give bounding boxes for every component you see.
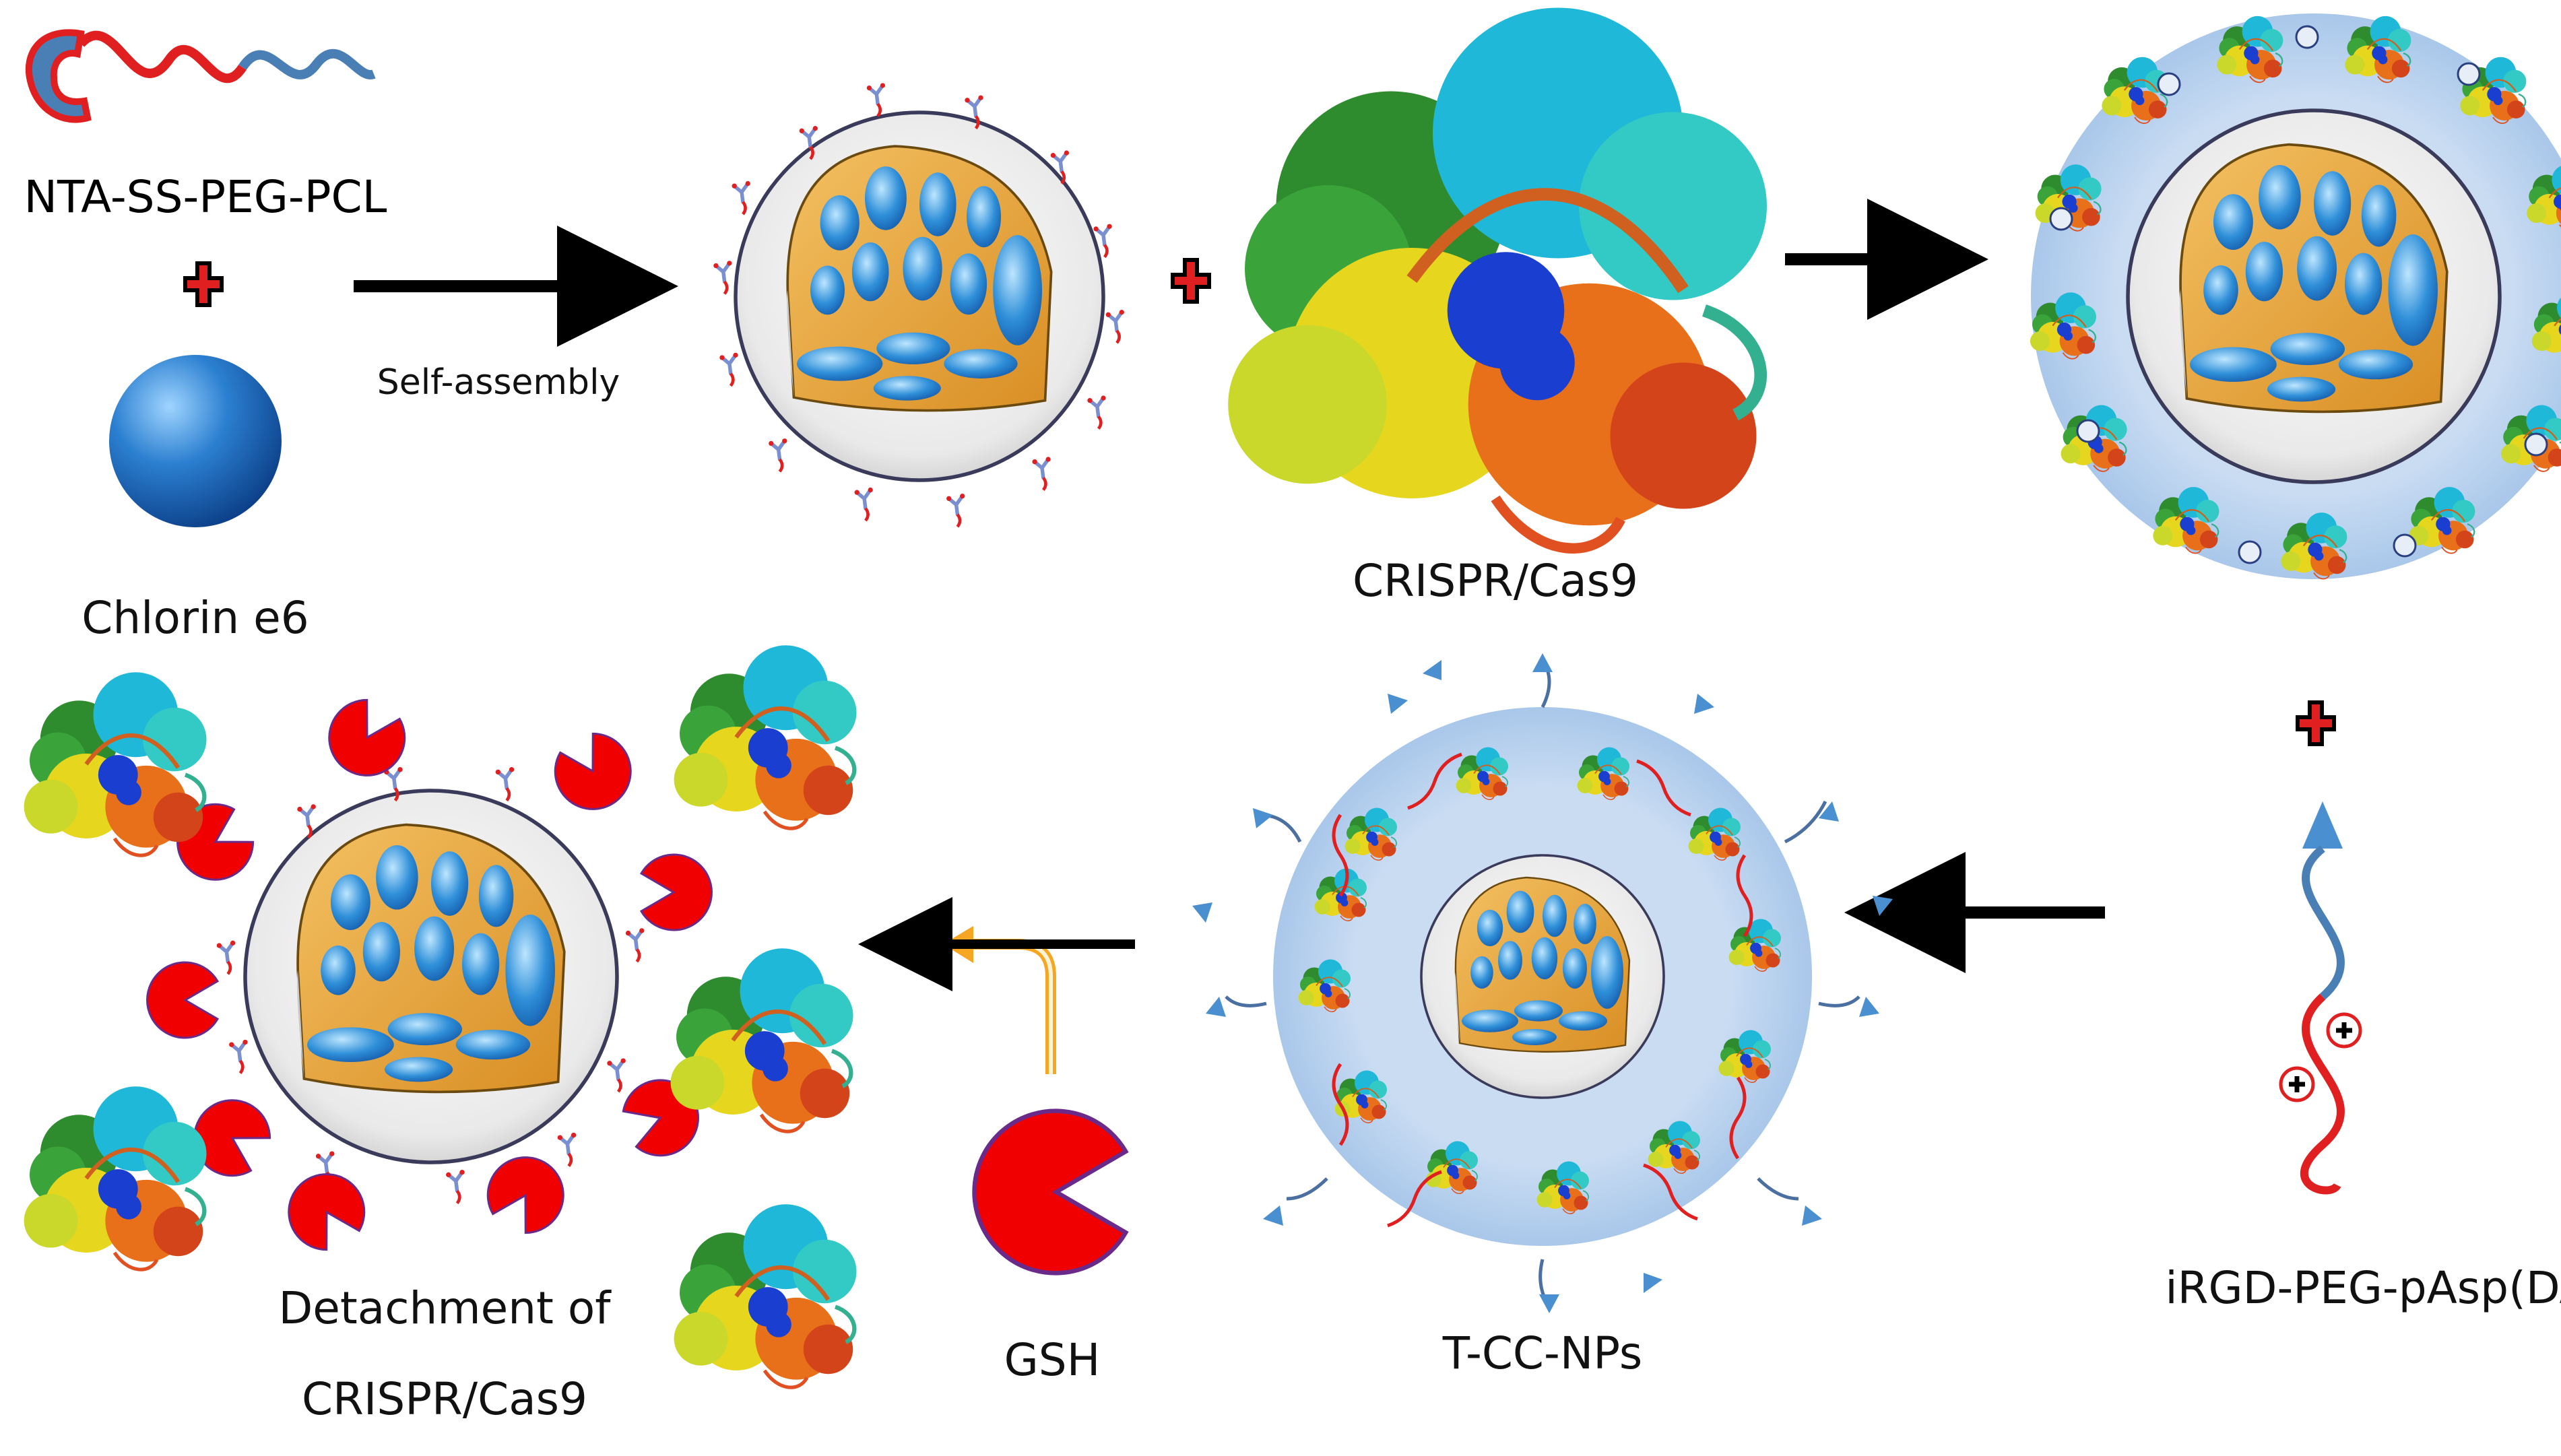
plus-sign-icon	[2296, 700, 2336, 746]
label-t-cc-nps: T-CC-NPs	[1442, 1327, 1642, 1379]
label-gsh: GSH	[1004, 1334, 1101, 1386]
chlorin-e6-sphere-icon	[109, 355, 282, 527]
nanoparticle-cas9-loaded	[2029, 13, 2561, 580]
t-cc-nps-nanoparticle	[1192, 653, 1893, 1313]
label-self-assembly: Self-assembly	[377, 362, 620, 403]
label-nta-ss-peg-pcl: NTA-SS-PEG-PCL	[24, 171, 387, 223]
label-detachment-line1: Detachment of	[278, 1282, 612, 1334]
irgd-peg-pasp-polymer-icon	[2279, 801, 2362, 1195]
crispr-cas9-protein-complex-icon	[1228, 8, 1767, 549]
plus-sign-icon	[1171, 258, 1211, 304]
nta-ss-peg-pcl-polymer-icon	[25, 29, 376, 123]
label-detachment-line2: CRISPR/Cas9	[302, 1373, 587, 1425]
label-crispr-cas9: CRISPR/Cas9	[1353, 555, 1638, 607]
nanoparticle-detachment	[217, 767, 645, 1203]
label-chlorin-e6: Chlorin e6	[82, 592, 309, 644]
label-irgd-peg-pasp-dab: iRGD-PEG-pAsp(DAB)	[2165, 1262, 2561, 1314]
gsh-pacman-icon	[975, 1111, 1126, 1273]
plus-sign-icon	[183, 261, 224, 307]
nanoparticle-ligand-coated	[713, 83, 1124, 527]
